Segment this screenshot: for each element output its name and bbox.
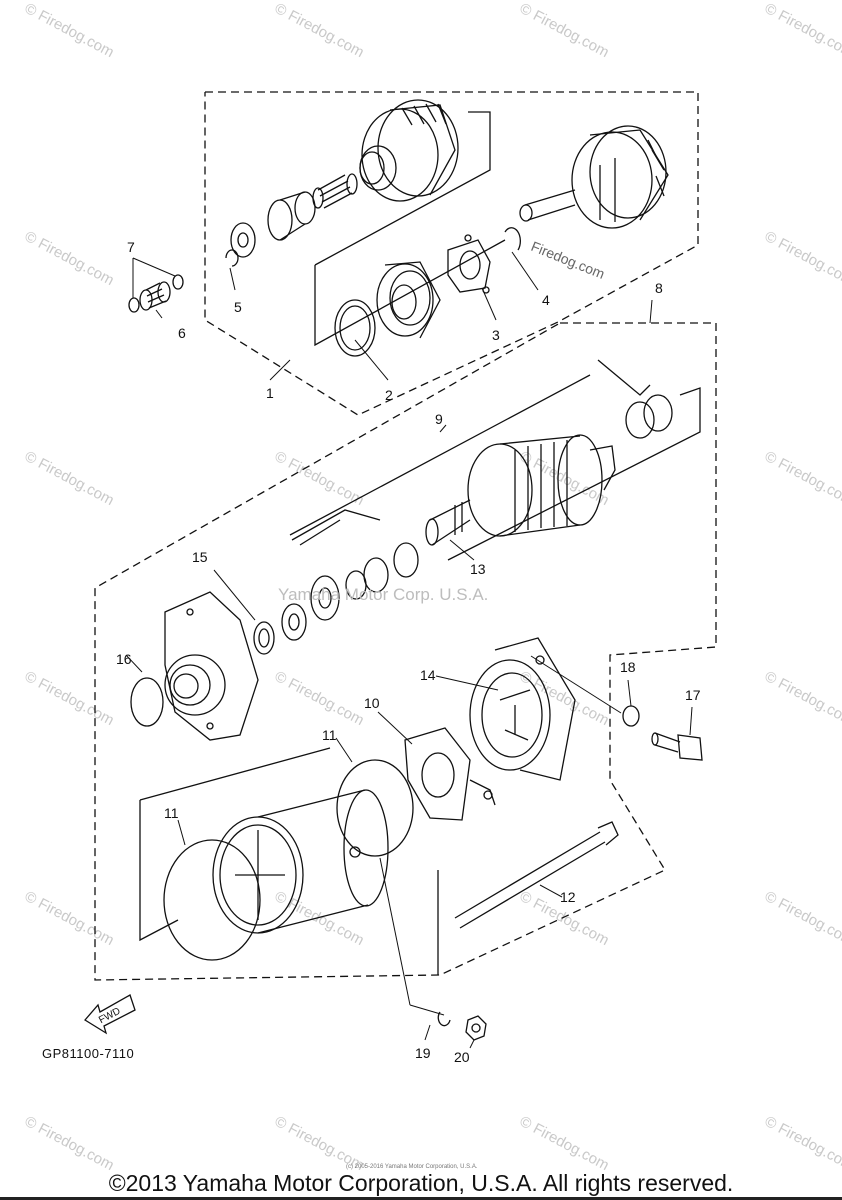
callout-11a: 11: [322, 727, 337, 743]
bottom-border: [0, 1197, 842, 1200]
bearing-housing: [376, 261, 441, 339]
callout-6: 6: [178, 325, 186, 341]
fwd-arrow: [84, 994, 136, 1035]
callout-5: 5: [234, 299, 242, 315]
copyright-notice: ©2013 Yamaha Motor Corporation, U.S.A. A…: [108, 1170, 734, 1196]
bolt-17: [651, 732, 703, 761]
spring: [312, 173, 358, 209]
circlip-5: [225, 249, 239, 267]
callout-14: 14: [420, 667, 436, 683]
group-8-boundary: [94, 322, 717, 981]
clip-19: [437, 1011, 451, 1027]
callout-11b: 11: [164, 805, 179, 821]
front-cover: [164, 591, 275, 741]
inline-watermark: Firedog.com: [529, 238, 607, 282]
yoke: [212, 789, 389, 934]
nut-20: [465, 1015, 487, 1041]
washer-18: [622, 705, 640, 727]
callout-16: 16: [116, 651, 132, 667]
o-ring-16: [130, 677, 164, 727]
planet-drum: [519, 125, 669, 229]
rear-cover: [469, 637, 576, 781]
callout-4: 4: [542, 292, 550, 308]
diagram-code: GP81100-7110: [42, 1046, 135, 1061]
clutch-gear: [359, 99, 459, 202]
callout-12: 12: [560, 889, 576, 905]
callout-2: 2: [385, 387, 393, 403]
armature: [425, 434, 616, 546]
through-bolt: [454, 821, 619, 929]
washer: [393, 542, 419, 578]
spring-6: [128, 274, 184, 313]
callout-1: 1: [266, 385, 274, 401]
needle-bearing-2: [334, 299, 376, 357]
callout-19: 19: [415, 1045, 431, 1061]
o-ring-11-front: [163, 839, 261, 961]
shim: [625, 401, 655, 439]
callout-7: 7: [127, 239, 135, 255]
callout-3: 3: [492, 327, 500, 343]
small-copyright: (c) 2005-2016 Yamaha Motor Corporation, …: [346, 1164, 478, 1170]
clip-4: [504, 227, 521, 251]
collar: [267, 191, 316, 241]
brush-holder: [404, 727, 496, 821]
callout-15: 15: [192, 549, 208, 565]
center-watermark: Yamaha Motor Corp. U.S.A.: [278, 585, 489, 604]
callout-9: 9: [435, 411, 443, 427]
o-ring-11-rear: [336, 759, 414, 857]
callout-8: 8: [655, 280, 663, 296]
callout-20: 20: [454, 1049, 470, 1065]
bracket-3: [447, 234, 491, 294]
callout-18: 18: [620, 659, 636, 675]
washer-small: [230, 222, 256, 258]
callout-13: 13: [470, 561, 486, 577]
callout-17: 17: [685, 687, 701, 703]
callout-10: 10: [364, 695, 380, 711]
